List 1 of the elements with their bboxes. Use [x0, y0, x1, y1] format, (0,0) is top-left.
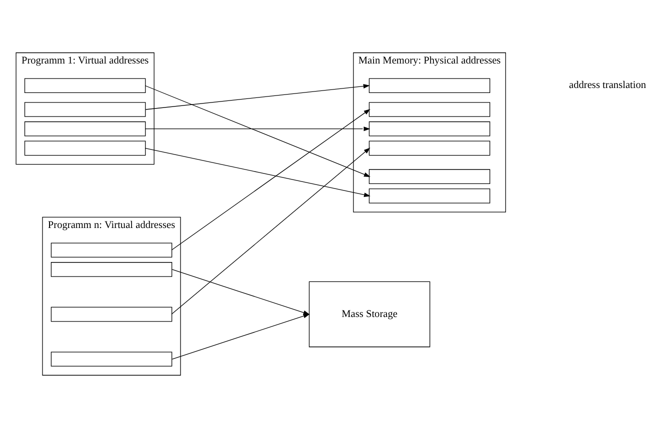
label: address translation	[569, 80, 646, 91]
